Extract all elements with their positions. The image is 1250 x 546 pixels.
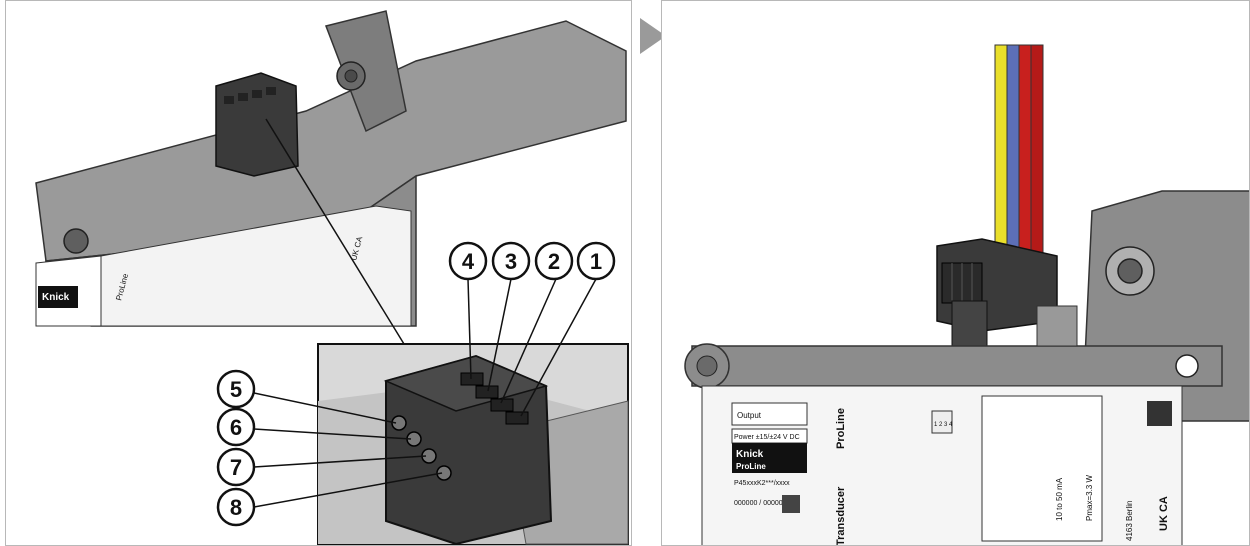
serial-text: 000000 / 0000000 xyxy=(734,500,791,507)
terminal-block-small xyxy=(215,72,299,177)
spec-table xyxy=(981,395,1103,542)
svg-text:4: 4 xyxy=(462,249,475,274)
callout-6: 6 xyxy=(216,407,256,447)
zoom-leader-line xyxy=(265,118,405,345)
callout-4: 4 xyxy=(448,241,488,281)
brand-text: Knick xyxy=(42,292,70,303)
brand-box xyxy=(38,286,78,308)
mark-text: UK CA xyxy=(1158,496,1170,531)
transducer-text: Transducer xyxy=(835,486,847,546)
slot-1 xyxy=(505,411,529,425)
rail-hole-right-icon xyxy=(1175,354,1199,378)
callout-2: 2 xyxy=(534,241,574,281)
housing-bar xyxy=(691,345,1223,387)
svg-text:5: 5 xyxy=(230,377,242,402)
left-panel: Knick ProLine UK CA xyxy=(5,0,632,546)
rail-hole-icon xyxy=(696,355,718,377)
rail-hole-icon xyxy=(63,228,89,254)
terminal-diagram: Knick ProLine UK CA xyxy=(35,10,629,545)
screw-5 xyxy=(391,415,407,431)
qr-code-icon xyxy=(1147,401,1172,426)
svg-text:6: 6 xyxy=(230,415,242,440)
callout-5: 5 xyxy=(216,369,256,409)
right-panel: Output Power ±15/±24 V DC Knick ProLine … xyxy=(661,0,1250,546)
wired-diagram: Output Power ±15/±24 V DC Knick ProLine … xyxy=(684,44,1249,546)
housing-rail xyxy=(324,10,407,133)
pin-diagram-icon xyxy=(931,410,953,434)
brand-text: Knick xyxy=(736,449,764,460)
range-text: 10 to 50 mA xyxy=(1055,477,1064,521)
slot-4 xyxy=(460,372,484,386)
svg-text:3: 3 xyxy=(505,249,517,274)
callout-8: 8 xyxy=(216,487,256,527)
product-text: ProLine xyxy=(835,408,847,449)
svg-text:8: 8 xyxy=(230,495,242,520)
product-sub-text: ProLine xyxy=(736,462,766,471)
callout-3: 3 xyxy=(491,241,531,281)
screw-8 xyxy=(436,465,452,481)
power-spec-text: Pmax=3.3 W xyxy=(1085,475,1094,521)
svg-text:7: 7 xyxy=(230,455,242,480)
svg-text:2: 2 xyxy=(548,249,560,274)
svg-text:1: 1 xyxy=(590,249,602,274)
callout-1: 1 xyxy=(576,241,616,281)
wire-red-2 xyxy=(1030,44,1044,286)
callout-7: 7 xyxy=(216,447,256,487)
qr-code-small-icon xyxy=(782,495,800,513)
brand-box xyxy=(732,443,807,473)
address-text: 4163 Berlin xyxy=(1125,501,1134,541)
slot-3 xyxy=(475,385,499,399)
pins-text: 1 2 3 4 xyxy=(934,422,953,428)
power-text: Power ±15/±24 V DC xyxy=(734,434,800,441)
output-text: Output xyxy=(737,411,762,420)
part-no-text: P45xxxK2***/xxxx xyxy=(734,480,790,487)
